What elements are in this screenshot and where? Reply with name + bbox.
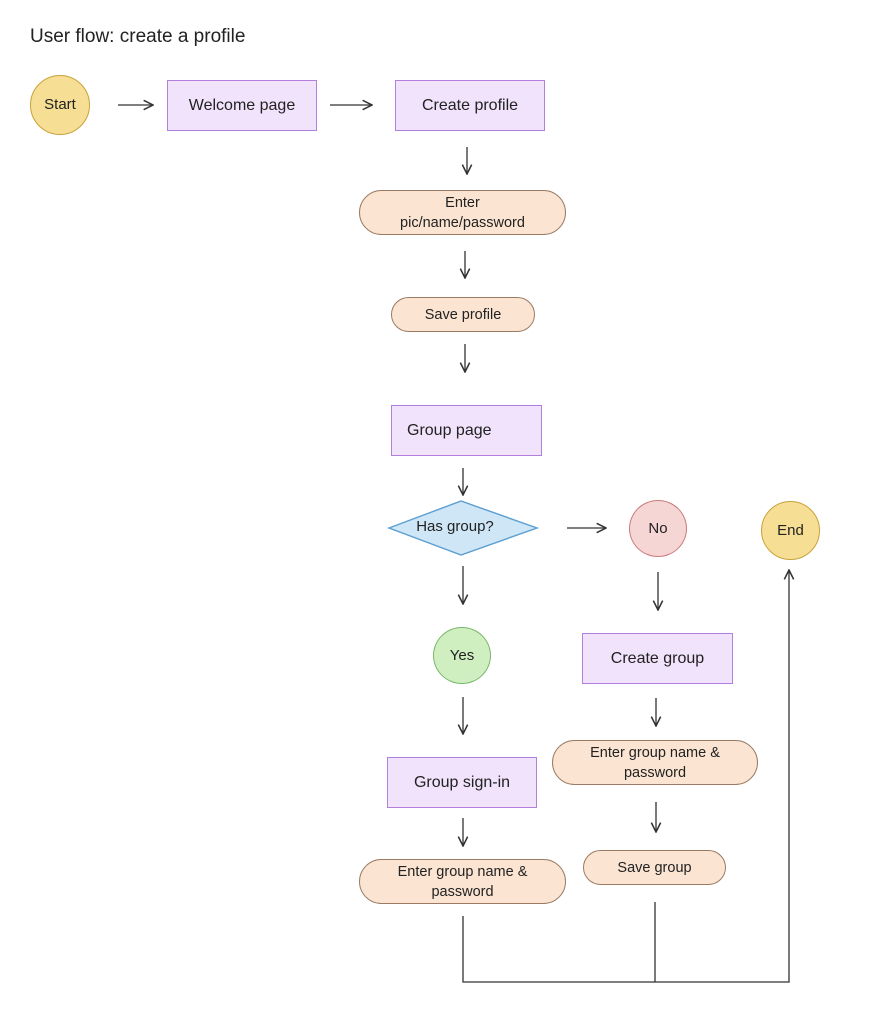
enter-profile-node: Enter pic/name/password xyxy=(359,190,566,235)
has-group-label: Has group? xyxy=(416,518,494,535)
no-node: No xyxy=(629,500,687,557)
create-profile-label: Create profile xyxy=(421,96,519,114)
enter-group-a-node: Enter group name & password xyxy=(552,740,758,785)
enter-group-a-label-2: password xyxy=(623,764,687,781)
enter-group-b-label-2: password xyxy=(431,883,494,900)
create-group-node: Create group xyxy=(582,633,733,684)
enter-group-b-label-1: Enter group name & xyxy=(397,863,528,880)
end-node: End xyxy=(761,501,820,560)
start-node: Start xyxy=(30,75,90,135)
welcome-page-label: Welcome page xyxy=(188,96,296,114)
diagram-title: User flow: create a profile xyxy=(30,26,246,47)
create-profile-node: Create profile xyxy=(395,80,545,131)
connector-merge-to-end xyxy=(462,916,790,983)
group-signin-label: Group sign-in xyxy=(413,773,511,791)
enter-profile-label-2: pic/name/password xyxy=(400,214,525,231)
enter-profile-label-1: Enter xyxy=(445,194,480,211)
save-group-label: Save group xyxy=(617,859,692,876)
group-page-node: Group page xyxy=(391,405,542,456)
enter-group-a-label-1: Enter group name & xyxy=(590,744,720,761)
end-label: End xyxy=(777,521,804,539)
yes-node: Yes xyxy=(433,627,491,684)
create-group-label: Create group xyxy=(610,649,705,667)
yes-label: Yes xyxy=(449,646,475,664)
group-page-label: Group page xyxy=(407,421,492,439)
no-label: No xyxy=(648,519,668,537)
save-profile-label: Save profile xyxy=(424,306,502,323)
save-profile-node: Save profile xyxy=(391,297,535,332)
enter-group-b-node: Enter group name & password xyxy=(359,859,566,904)
decision-diamond xyxy=(387,500,540,556)
welcome-page-node: Welcome page xyxy=(167,80,317,131)
save-group-node: Save group xyxy=(583,850,726,885)
group-signin-node: Group sign-in xyxy=(387,757,537,808)
start-label: Start xyxy=(44,96,76,113)
